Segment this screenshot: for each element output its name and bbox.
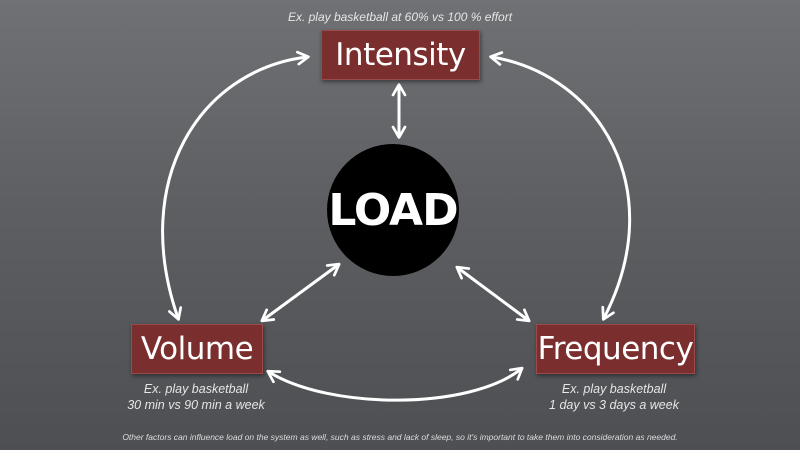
load-label: LOAD: [328, 184, 458, 236]
frequency-example-line2: 1 day vs 3 days a week: [549, 398, 679, 412]
footer-note: Other factors can influence load on the …: [122, 432, 678, 442]
volume-example-line2: 30 min vs 90 min a week: [127, 398, 265, 412]
arrow-frequency-load: [455, 265, 531, 323]
frequency-box: Frequency: [536, 324, 695, 374]
volume-example-line1: Ex. play basketball: [143, 382, 249, 396]
intensity-example-note: Ex. play basketball at 60% vs 100 % effo…: [287, 10, 513, 24]
frequency-example-line1: Ex. play basketball: [561, 382, 667, 396]
arrow-volume-load: [260, 262, 341, 323]
arrow-intensity-volume: [161, 50, 310, 321]
arrow-volume-frequency: [266, 366, 524, 402]
intensity-box: Intensity: [321, 30, 480, 80]
arrow-intensity-frequency: [489, 51, 632, 321]
volume-example-note: Ex. play basketball 30 min vs 90 min a w…: [76, 381, 316, 413]
frequency-example-note: Ex. play basketball 1 day vs 3 days a we…: [494, 381, 734, 413]
load-circle: LOAD: [327, 144, 459, 276]
volume-box: Volume: [131, 324, 263, 374]
